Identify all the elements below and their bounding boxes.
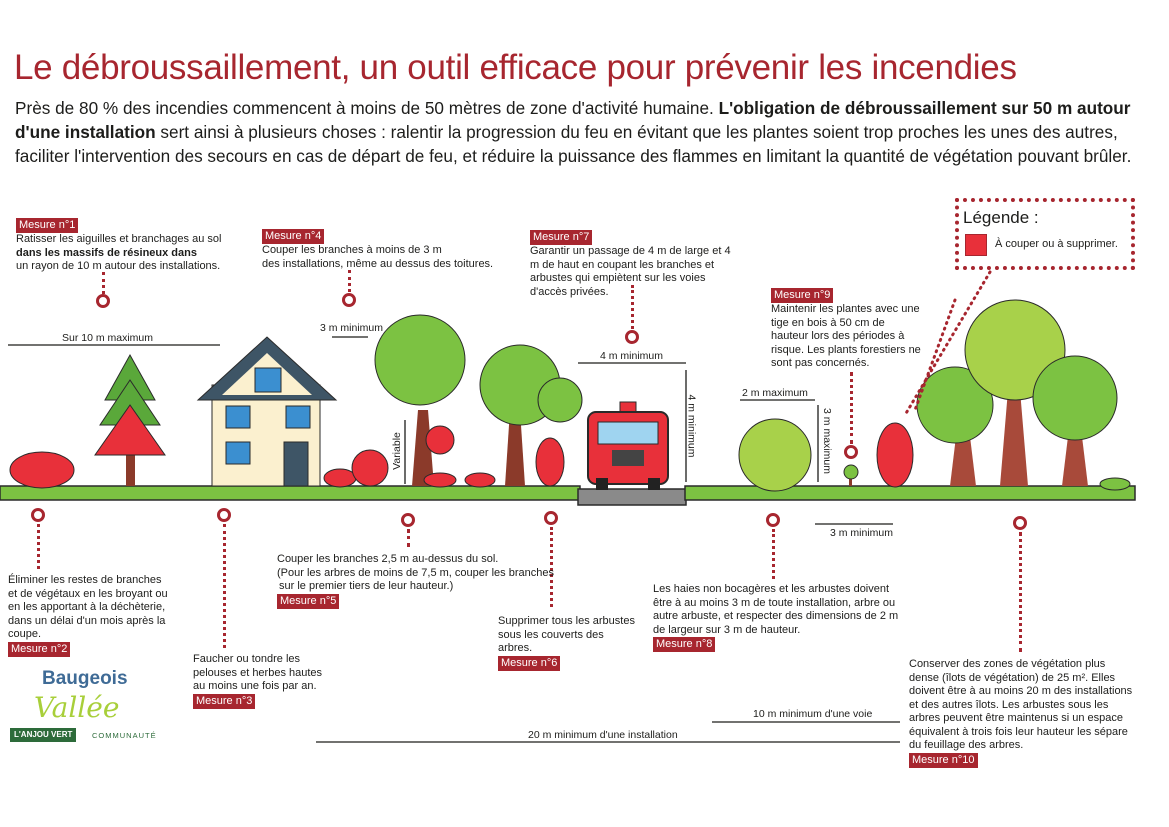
measure-tag: Mesure n°6 [498, 655, 561, 671]
dim-4m-min-h: 4 m minimum [600, 350, 664, 362]
marker-m6 [544, 511, 558, 525]
hedge-icon [738, 418, 812, 492]
fire-truck-icon [587, 401, 669, 490]
marker-m4 [342, 293, 356, 307]
intro-part2: sert ainsi à plusieurs choses : ralentir… [15, 122, 1132, 166]
logo-line2: Vallée [34, 691, 120, 724]
measure-5: Couper les branches 2,5 m au-dessus du s… [277, 553, 554, 609]
measure-9: Mesure n°9 Maintenir les plantes avec un… [771, 288, 921, 371]
measure-3-text: Faucher ou tondre les pelouses et herbes… [193, 653, 323, 692]
measure-tag: Mesure n°4 [262, 229, 325, 244]
baugeois-vallee-logo: Baugeois Vallée L'ANJOU VERT COMMUNAUTÉ [8, 668, 158, 746]
measure-tag: Mesure n°3 [193, 693, 256, 709]
measure-10-text: Conserver des zones de végétation plus d… [909, 658, 1133, 751]
logo-tagline1: L'ANJOU VERT [10, 728, 77, 742]
logo-line1: Baugeois [42, 668, 128, 689]
measure-8: Les haies non bocagères et les arbustes … [653, 583, 903, 652]
tree-middle-icon [464, 344, 583, 488]
measure-4-line2: des installations, même au dessus des to… [262, 257, 494, 270]
marker-m1 [96, 294, 110, 308]
sapling-icon [843, 464, 859, 486]
legend-leader-line [913, 298, 957, 412]
measure-tag: Mesure n°2 [8, 641, 71, 657]
dim-10m-voie: 10 m minimum d'une voie [753, 708, 873, 720]
house-icon [196, 336, 338, 487]
measure-tag: Mesure n°7 [530, 230, 593, 245]
marker-m3 [217, 508, 231, 522]
measure-8-text: Les haies non bocagères et les arbustes … [653, 583, 899, 636]
red-shrub-right-icon [876, 422, 914, 488]
dim-variable: Variable [390, 432, 403, 470]
red-bush-left-icon [9, 451, 75, 489]
logo-tagline2: COMMUNAUTÉ [92, 731, 157, 740]
small-red-shrubs-icon [323, 449, 389, 488]
intro-paragraph: Près de 80 % des incendies commencent à … [15, 96, 1160, 168]
measure-7-text: Garantir un passage de 4 m de large et 4… [530, 245, 731, 298]
dim-2m-max: 2 m maximum [742, 387, 808, 399]
dim-4m-min-v: 4 m minimum [685, 394, 698, 458]
measure-tag: Mesure n°9 [771, 288, 834, 303]
measure-tag: Mesure n°1 [16, 218, 79, 233]
measure-1: Mesure n°1 Ratisser les aiguilles et bra… [16, 218, 221, 274]
measure-6: Supprimer tous les arbustes sous les cou… [498, 615, 638, 671]
measure-9-text: Maintenir les plantes avec une tige en b… [771, 303, 921, 369]
legend-box: Légende : À couper ou à supprimer. [955, 198, 1135, 270]
measure-4-line1: Couper les branches à moins de 3 m [262, 244, 442, 256]
pine-tree-icon [94, 353, 166, 486]
dimension-arrows [8, 336, 900, 743]
measure-7: Mesure n°7 Garantir un passage de 4 m de… [530, 230, 740, 299]
page-title: Le débroussaillement, un outil efficace … [14, 48, 1017, 87]
marker-m9 [844, 445, 858, 459]
measure-1-line1: Ratisser les aiguilles et branchages au … [16, 233, 222, 245]
ground [0, 485, 1136, 506]
dim-3m-max: 3 m maximum [820, 408, 833, 474]
marker-m5 [401, 513, 415, 527]
legend-item: À couper ou à supprimer. [995, 238, 1118, 250]
legend-title: Légende : [963, 208, 1039, 227]
measure-5-line2: (Pour les arbres de moins de 7,5 m, coup… [277, 566, 554, 579]
measure-tag: Mesure n°8 [653, 637, 716, 652]
measure-4: Mesure n°4 Couper les branches à moins d… [262, 229, 493, 271]
dim-3m-min-top: 3 m minimum [320, 322, 384, 334]
dim-sur-10m: Sur 10 m maximum [62, 332, 154, 344]
measure-1-line3: un rayon de 10 m autour des installation… [16, 260, 221, 272]
intro-part1: Près de 80 % des incendies commencent à … [15, 98, 719, 118]
intro-bold: L'obligation de débroussaillement sur 50… [15, 98, 1131, 142]
marker-m7 [625, 330, 639, 344]
marker-m2 [31, 508, 45, 522]
legend-leader-line [903, 270, 992, 417]
legend-swatch [965, 234, 987, 256]
measure-5-line3: sur le premier tiers de leur hauteur.) [279, 580, 454, 592]
dim-3m-min-bottom: 3 m minimum [830, 527, 894, 539]
measure-3: Faucher ou tondre les pelouses et herbes… [193, 653, 323, 709]
marker-m10 [1013, 516, 1027, 530]
measure-10: Conserver des zones de végétation plus d… [909, 658, 1134, 768]
measure-2-text: Éliminer les restes de branches et de vé… [8, 574, 168, 640]
measure-tag: Mesure n°10 [909, 752, 978, 768]
measure-6-text: Supprimer tous les arbustes sous les cou… [498, 615, 635, 654]
measure-tag: Mesure n°5 [277, 593, 340, 609]
tree-pruned-icon [374, 314, 466, 488]
dim-20m-installation: 20 m minimum d'une installation [528, 729, 678, 741]
measure-5-line1: Couper les branches 2,5 m au-dessus du s… [277, 553, 499, 565]
tree-island-icon [916, 299, 1131, 491]
measure-2: Éliminer les restes de branches et de vé… [8, 574, 173, 657]
marker-m8 [766, 513, 780, 527]
measure-1-line2: dans les massifs de résineux dans [16, 246, 197, 259]
